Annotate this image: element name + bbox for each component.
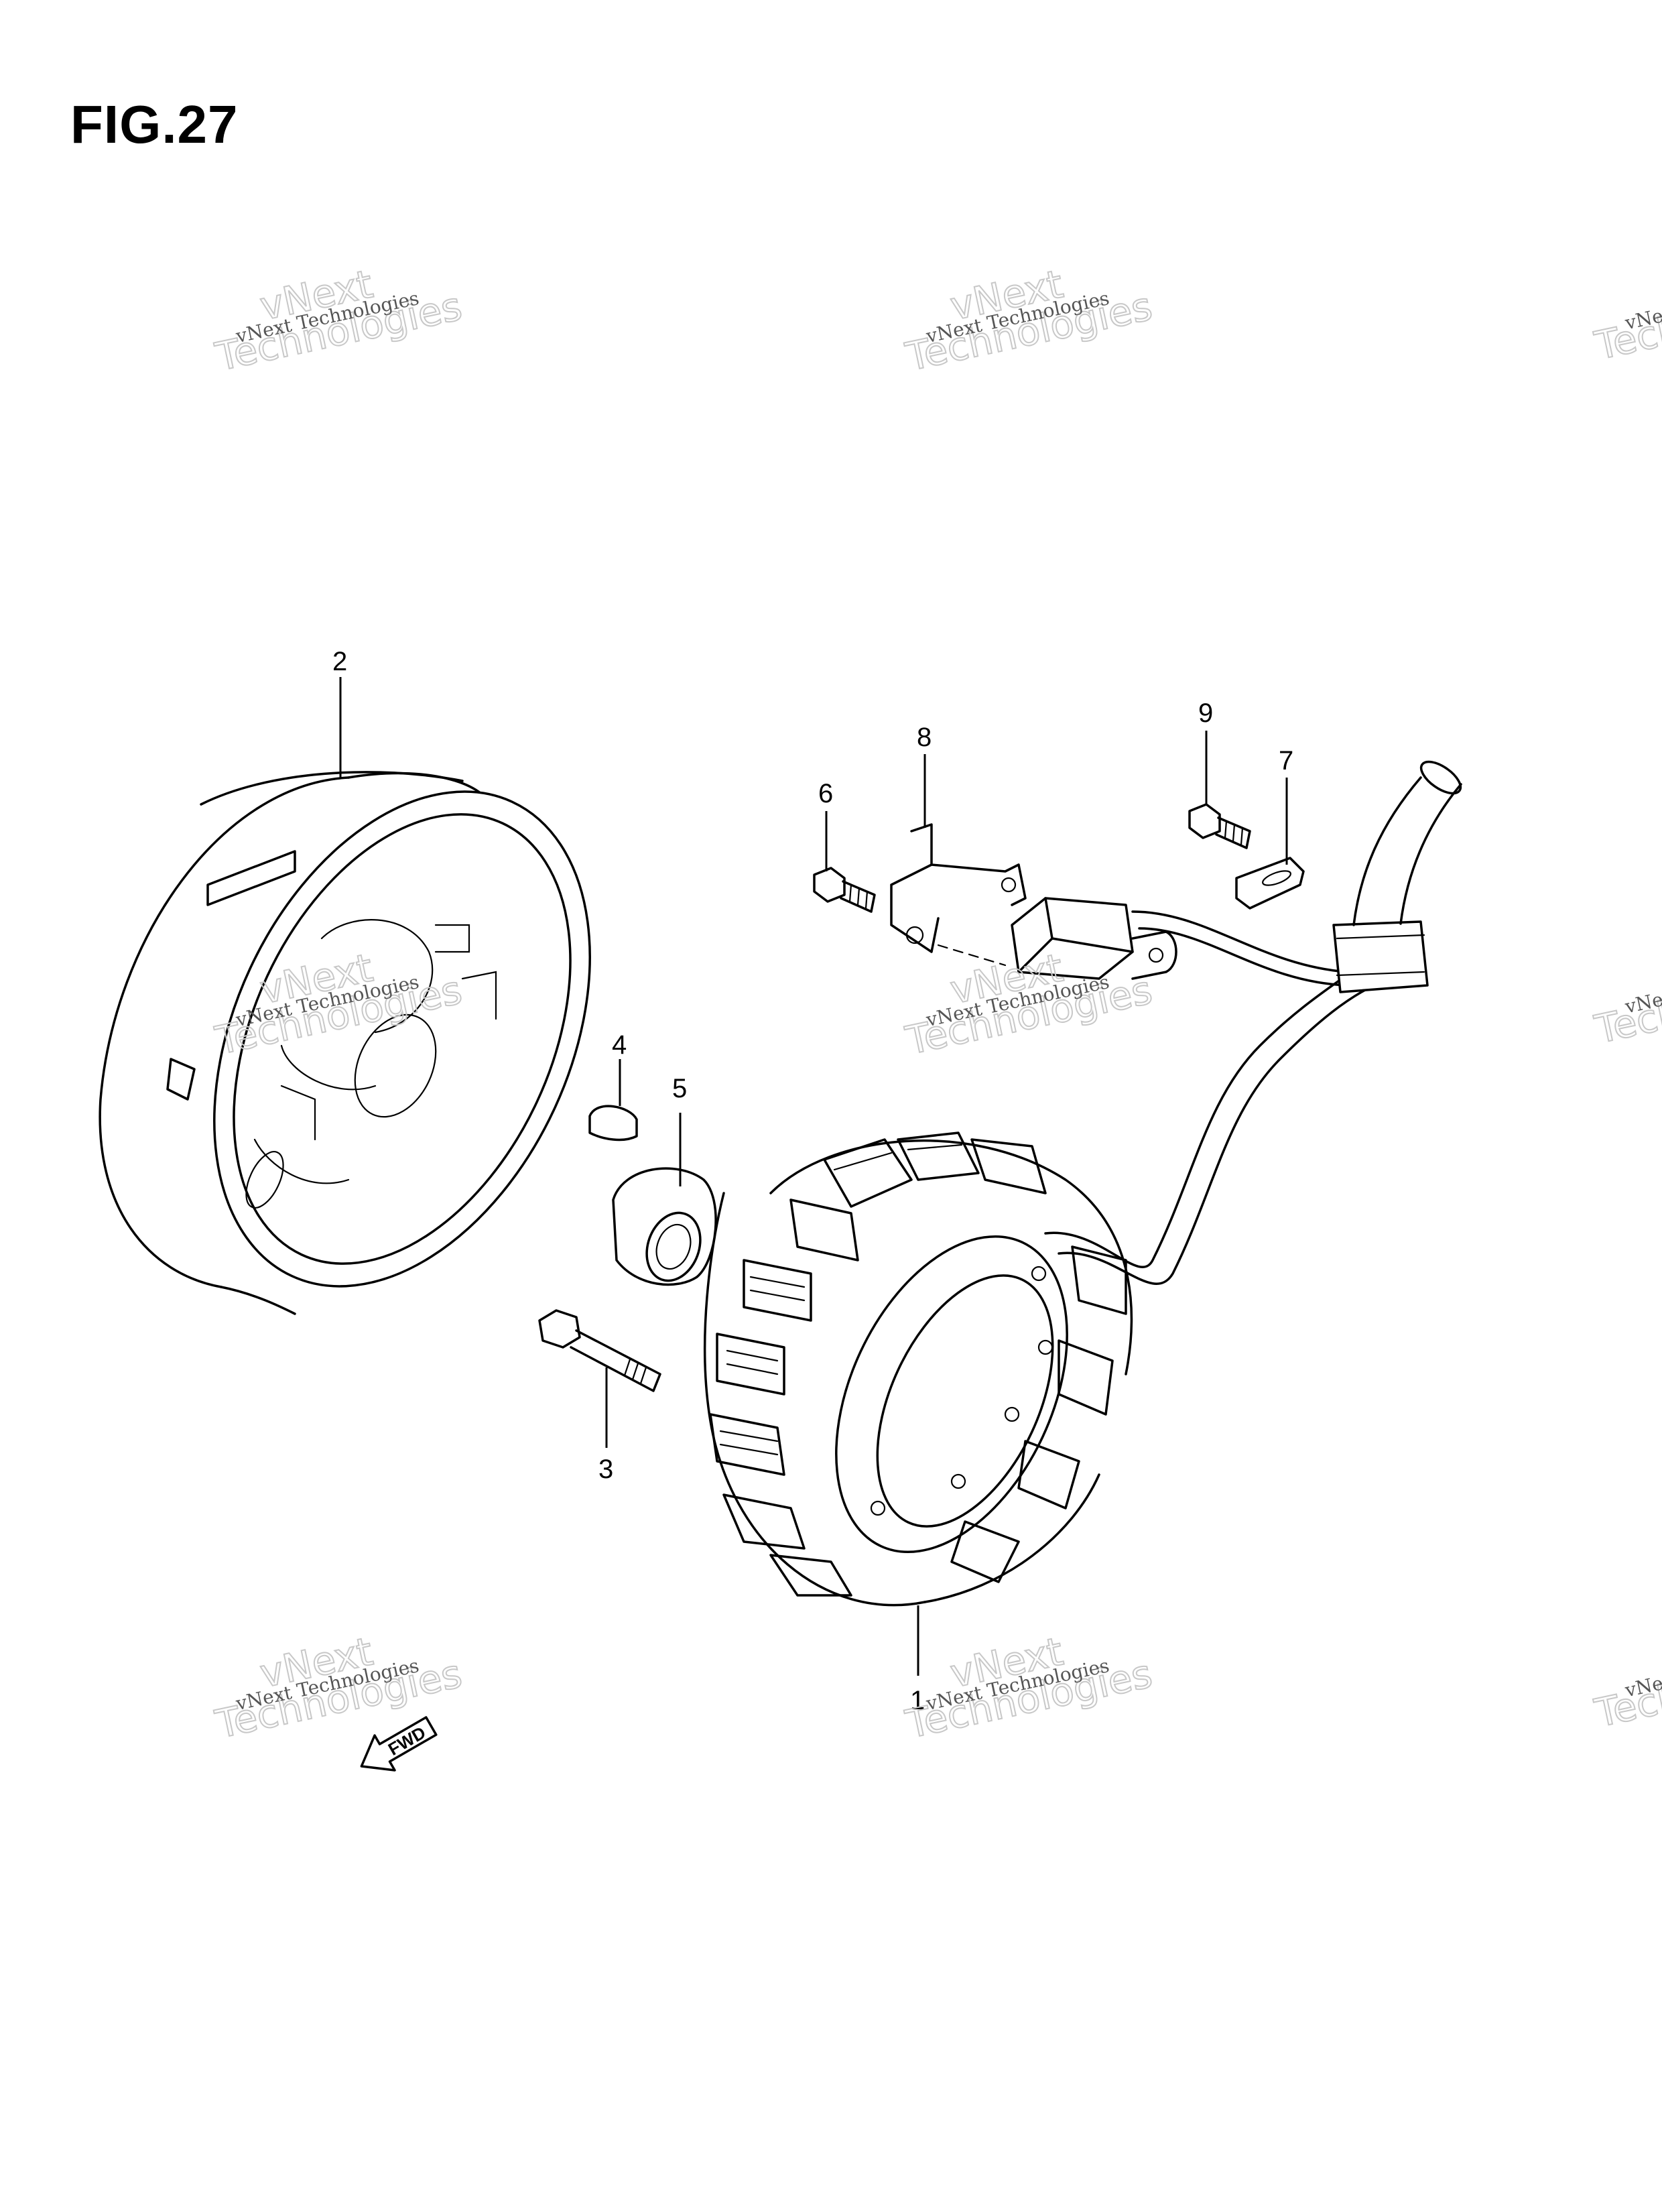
callout-4: 4 xyxy=(612,1030,627,1060)
leader-lines xyxy=(339,677,1288,1676)
callout-9: 9 xyxy=(1198,698,1213,728)
bolt-part-9 xyxy=(1188,803,1251,849)
rotor-flywheel xyxy=(99,771,591,1315)
figure-title: FIG.27 xyxy=(70,95,239,154)
washer-part-5 xyxy=(612,1167,717,1286)
stator-coil xyxy=(704,1131,1133,1607)
watermark-caption: vNext Technologies xyxy=(1622,1641,1662,1701)
watermark-6: vNext Technologies vNext Technologies xyxy=(901,1627,1157,1747)
pickup-coil-bracket xyxy=(890,823,1177,980)
key-part-4 xyxy=(588,1105,638,1142)
callout-6: 6 xyxy=(818,779,833,808)
clamp-part-7 xyxy=(1235,857,1305,910)
watermark-7: Technologies vNext Technologies xyxy=(1590,271,1662,369)
watermark-2: vNext Technologies vNext Technologies xyxy=(901,260,1157,380)
watermark-1: vNext Technologies vNext Technologies xyxy=(210,260,466,380)
bolt-part-3 xyxy=(538,1309,661,1392)
fwd-direction-arrow: FWD xyxy=(360,1716,438,1772)
watermark-caption: vNext Technologies xyxy=(1622,957,1662,1018)
callout-1: 1 xyxy=(910,1686,925,1715)
callout-7: 7 xyxy=(1279,746,1293,776)
watermark-caption: vNext Technologies xyxy=(1622,273,1662,334)
callout-2: 2 xyxy=(332,647,347,676)
callout-5: 5 xyxy=(672,1074,687,1103)
watermark-8: Technologies vNext Technologies xyxy=(1590,955,1662,1053)
watermark-9: Technologies vNext Technologies xyxy=(1590,1639,1662,1737)
callout-8: 8 xyxy=(917,723,932,752)
wiring-harness xyxy=(1044,760,1462,1285)
callouts: 1 2 3 4 5 6 7 8 9 xyxy=(332,647,1293,1715)
callout-3: 3 xyxy=(598,1455,613,1484)
bolt-part-6 xyxy=(813,867,876,913)
